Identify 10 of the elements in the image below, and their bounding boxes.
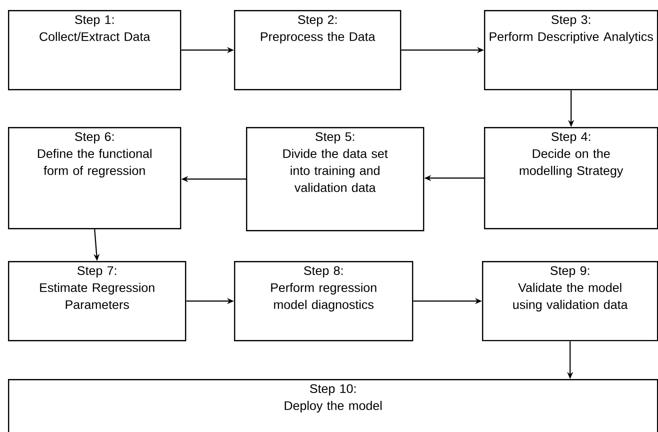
process-box: Step 5: Divide the data set into training and validation data [246,127,424,232]
process-box: Step 6: Define the functional form of regression [8,127,182,230]
process-box: Step 10: Deploy the model [8,379,658,432]
process-box: Step 7: Estimate Regression Parameters [8,261,186,342]
process-box: Step 1: Collect/Extract Data [8,10,182,90]
process-box: Step 2: Preprocess the Data [234,10,402,90]
process-box: Step 4: Decide on the modelling Strategy [484,127,658,230]
process-box: Step 3: Perform Descriptive Analytics [484,10,658,90]
process-box: Step 9: Validate the model using validation data [482,261,658,342]
process-box: Step 8: Perform regression model diagnostics [234,261,414,342]
